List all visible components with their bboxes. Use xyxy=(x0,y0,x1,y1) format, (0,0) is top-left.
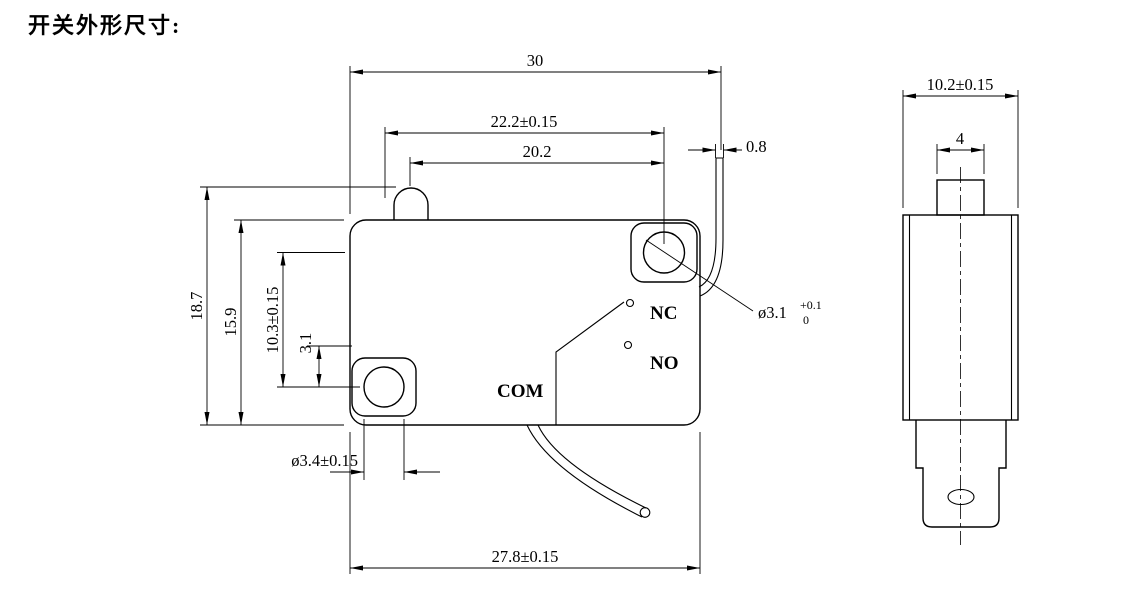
mount-hole-left xyxy=(363,366,405,408)
bent-terminal xyxy=(698,157,724,297)
no-contact-point xyxy=(623,340,633,350)
no-label: NO xyxy=(650,353,679,374)
dim-hole-span-text: 22.2±0.15 xyxy=(491,112,558,131)
side-plug-hole xyxy=(947,488,975,506)
front-view-dimensions: 30 22.2±0.15 20.2 0.8 xyxy=(187,51,822,574)
dim-overall-width-text: 30 xyxy=(527,51,544,70)
dim-bottom-width: 27.8±0.15 xyxy=(349,432,701,574)
dim-bottom-width-text: 27.8±0.15 xyxy=(492,547,559,566)
dim-overall-width: 30 xyxy=(349,51,722,214)
front-view: NC NO COM xyxy=(349,157,724,518)
dim-overall-height-text: 18.7 xyxy=(187,292,206,321)
dim-body-height-text: 15.9 xyxy=(221,308,240,337)
page-title: 开关外形尺寸: xyxy=(28,13,182,38)
dim-plunger-span: 20.2 xyxy=(409,142,664,186)
dim-contact-offset-text: 3.1 xyxy=(296,333,315,354)
dim-terminal-thickness-text: 0.8 xyxy=(746,137,767,156)
dim-side-body-width-text: 10.2±0.15 xyxy=(927,75,994,94)
dim-body-height: 15.9 xyxy=(221,219,344,425)
lever-tip xyxy=(639,507,651,518)
side-bottom-plug xyxy=(915,420,1007,528)
dim-right-hole-tol-lower: 0 xyxy=(803,313,809,327)
dim-terminal-thickness: 0.8 xyxy=(688,137,767,158)
plunger-outline xyxy=(393,187,429,220)
lever xyxy=(526,424,647,518)
dim-hole-vertical-span: 10.3±0.15 xyxy=(263,252,360,388)
com-spring-line xyxy=(555,301,625,425)
dim-right-hole-tol-upper: +0.1 xyxy=(800,298,822,312)
side-view xyxy=(902,167,1019,545)
dim-contact-offset: 3.1 xyxy=(296,333,352,387)
switch-body-outline xyxy=(349,219,701,426)
dim-right-hole-diameter-text: ø3.1 xyxy=(758,303,787,322)
dim-left-hole-diameter-text: ø3.4±0.15 xyxy=(291,451,358,470)
side-view-dimensions: 10.2±0.15 4 xyxy=(902,75,1019,208)
dim-side-body-width: 10.2±0.15 xyxy=(902,75,1019,208)
nc-contact-point xyxy=(625,298,635,308)
dim-hole-vertical-span-text: 10.3±0.15 xyxy=(263,287,282,354)
com-label: COM xyxy=(497,381,544,402)
dim-side-plunger-width: 4 xyxy=(936,129,985,174)
nc-label: NC xyxy=(650,303,677,324)
dim-side-plunger-width-text: 4 xyxy=(956,129,964,148)
dim-right-hole-diameter: ø3.1 +0.1 0 xyxy=(645,239,822,327)
dim-overall-height: 18.7 xyxy=(187,186,396,426)
dim-plunger-span-text: 20.2 xyxy=(523,142,552,161)
dim-hole-span: 22.2±0.15 xyxy=(384,112,665,244)
dim-left-hole-diameter: ø3.4±0.15 xyxy=(291,419,440,480)
